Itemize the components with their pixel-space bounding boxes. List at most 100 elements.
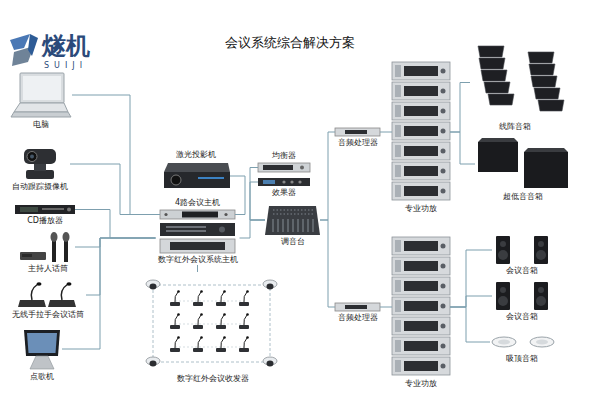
equalizer-icon: [258, 163, 310, 172]
equalizer-icon: [258, 163, 310, 172]
ir-host-icon: [160, 223, 235, 253]
device-node: 专业功放: [392, 237, 450, 389]
cd-player-icon: [15, 205, 75, 214]
projector-icon: [171, 175, 181, 185]
device-node: 会议音箱: [492, 236, 552, 276]
device-label: 点歌机: [30, 372, 54, 382]
ir-host-icon: [170, 242, 225, 250]
amplifier-rack: [392, 162, 450, 180]
device-node: CD播放器: [15, 205, 75, 226]
conference-speakers: [496, 236, 548, 310]
line-array-speaker: [534, 88, 560, 99]
effects-unit-icon: [258, 178, 310, 186]
conference-speakers: [534, 236, 548, 264]
amplifier-rack: [392, 237, 450, 255]
device-label: 会议音箱: [506, 266, 538, 276]
conference-host-icon: [160, 210, 235, 219]
amplifier-rack: [392, 337, 450, 355]
amplifier-rack: [392, 182, 450, 200]
effects-unit-icon: [258, 178, 310, 186]
ptz-camera-icon: [24, 149, 56, 179]
subwoofer: [524, 148, 568, 152]
device-node: 数字红外会议收发器: [140, 272, 285, 384]
logo-text: 燧机: [42, 33, 90, 59]
audio-processor-icon: [335, 128, 380, 311]
device-node: 数字红外会议系统主机: [156, 223, 240, 265]
cd-player-icon: [42, 208, 64, 210]
device-label: 专业功放: [405, 204, 437, 214]
device-node: 点歌机: [22, 328, 62, 382]
equalizer-icon: [263, 165, 293, 170]
ir-transceiver-cluster: [239, 313, 249, 329]
device-label: 数字红外会议系统主机: [158, 255, 238, 265]
device-node: 均衡器: [258, 151, 310, 172]
amplifier-rack: [392, 122, 450, 140]
amplifier-rack: [392, 257, 450, 275]
handheld-mic-icon: [22, 254, 32, 257]
device-label: 吸顶音箱: [506, 354, 538, 364]
signal-line: [75, 210, 156, 239]
ir-transceiver-cluster: [216, 313, 226, 329]
mixer-icon: [273, 219, 313, 232]
signal-line: [75, 238, 156, 247]
mixer-icon: [265, 206, 320, 235]
signal-line: [62, 238, 156, 349]
ceiling-speakers: [536, 340, 548, 345]
conference-speakers: [496, 282, 510, 310]
device-label: 超低音音箱: [503, 192, 543, 202]
signal-line: [450, 132, 475, 164]
device-label: 均衡器: [272, 151, 296, 161]
device-label: 主持人话筒: [28, 264, 68, 274]
cd-player-icon: [20, 207, 38, 212]
ceiling-speakers: [492, 337, 516, 347]
laptop-icon: [23, 76, 61, 100]
signal-line: [72, 95, 160, 215]
conference-host-icon: [160, 210, 235, 219]
ir-transceiver-cluster: [193, 313, 203, 329]
amplifier-rack: [392, 297, 450, 315]
laptop-icon: [14, 103, 68, 112]
device-label: 专业功放: [405, 379, 437, 389]
subwoofer: [524, 152, 568, 188]
signal-line: [240, 220, 266, 238]
device-node: 超低音音箱: [475, 138, 570, 202]
amplifier-rack: [392, 142, 450, 160]
effects-unit-icon: [263, 180, 275, 184]
subwoofer: [478, 142, 518, 172]
device-node: 吸顶音箱: [490, 332, 554, 364]
touch-screen-icon: [27, 333, 57, 353]
device-node: 激光投影机: [162, 150, 230, 190]
ir-transceiver-cluster: [146, 280, 277, 367]
mixer-icon: [265, 206, 320, 235]
conference-mic-icon: [67, 282, 72, 286]
subwoofer: [478, 138, 518, 142]
line-array-speaker: [479, 58, 505, 69]
conference-mic-icon: [18, 282, 76, 307]
audio-processor-icon: [345, 130, 367, 134]
conference-speakers: [534, 282, 548, 310]
projector-icon: [164, 163, 230, 188]
ir-transceiver-cluster: [146, 280, 160, 290]
handheld-mic-icon: [20, 252, 46, 260]
projector-icon: [164, 163, 230, 172]
logo-mark: [10, 34, 30, 50]
ir-host-icon: [219, 227, 225, 233]
audio-processor-icon: [345, 305, 367, 309]
conference-host-icon: [164, 213, 167, 216]
handheld-mic-icon: [63, 232, 70, 242]
device-node: 自动跟踪摄像机: [10, 148, 70, 192]
ir-transceiver-cluster: [239, 290, 249, 306]
signal-line: [230, 176, 245, 215]
laptop-icon: [20, 73, 64, 103]
signal-line: [250, 182, 265, 220]
ptz-camera-icon: [27, 152, 37, 162]
amplifier-rack: [392, 357, 450, 375]
device-node: 电脑: [10, 72, 72, 130]
signal-line: [320, 132, 335, 220]
amplifier-rack: [392, 82, 450, 100]
logo-mark: [10, 34, 38, 66]
effects-unit-icon: [290, 180, 293, 183]
device-node: 线阵音箱: [470, 45, 560, 132]
device-node: 会议音箱: [492, 282, 552, 322]
